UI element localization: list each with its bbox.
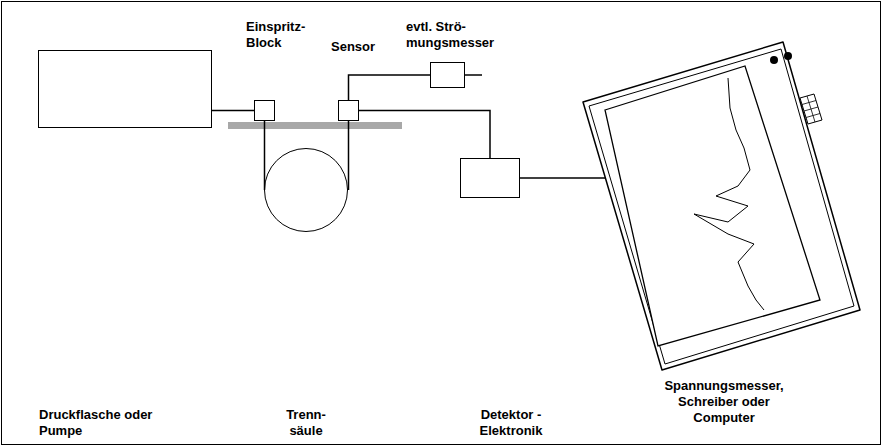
node-label: Spannungsmesser, Schreiber oder Computer bbox=[646, 378, 802, 426]
connector-path bbox=[520, 177, 605, 179]
device-button bbox=[770, 56, 778, 64]
recorder-device: Spannungsmesser, Schreiber oder Computer bbox=[578, 38, 864, 374]
connector-line bbox=[520, 178, 605, 179]
node-label: Einspritz- Block bbox=[246, 19, 326, 51]
node-label: Druckflasche oder Pumpe bbox=[39, 407, 189, 439]
node-label: Detektor - Elektronik bbox=[459, 407, 563, 439]
pressure-source-box: Druckflasche oder Pumpe bbox=[38, 50, 212, 128]
injection-block: Einspritz- Block bbox=[254, 100, 275, 121]
node-label: Sensor bbox=[331, 39, 401, 55]
device-keypad bbox=[800, 94, 822, 124]
signal-trace bbox=[694, 78, 764, 310]
outlet-line bbox=[465, 74, 482, 76]
detector-box: Detektor - Elektronik bbox=[460, 158, 520, 198]
device-housing bbox=[583, 42, 860, 370]
keypad-line bbox=[807, 96, 815, 122]
connector-line bbox=[212, 110, 254, 111]
connector-path bbox=[349, 75, 431, 100]
recorder-outline bbox=[578, 38, 864, 374]
connector-path bbox=[348, 121, 350, 190]
mounting-bar bbox=[228, 122, 402, 129]
connector-line bbox=[349, 75, 431, 100]
device-button bbox=[784, 52, 792, 60]
sensor-block: Sensor bbox=[338, 100, 359, 121]
connector-path bbox=[359, 111, 490, 159]
flowmeter-box: evtl. Strö- mungsmesser bbox=[430, 62, 465, 88]
device-rim bbox=[589, 49, 854, 364]
connector-path bbox=[212, 110, 254, 112]
connector-line bbox=[348, 121, 349, 190]
separation-column: Trenn- säule bbox=[264, 148, 348, 232]
connector-line bbox=[359, 111, 490, 159]
device-screen bbox=[605, 66, 820, 346]
node-label: Trenn- säule bbox=[273, 407, 339, 439]
node-label: evtl. Strö- mungsmesser bbox=[406, 19, 510, 51]
